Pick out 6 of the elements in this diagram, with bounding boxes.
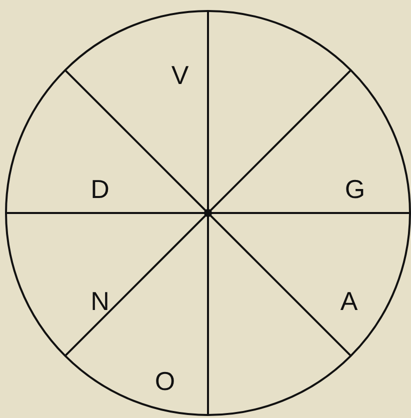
sector-letter: N: [90, 288, 110, 314]
sector-letter: V: [170, 62, 190, 88]
sector-letter: G: [344, 176, 366, 202]
sector-letter: A: [339, 288, 359, 314]
sector-letter: D: [90, 176, 110, 202]
sector-letter: O: [154, 368, 176, 394]
